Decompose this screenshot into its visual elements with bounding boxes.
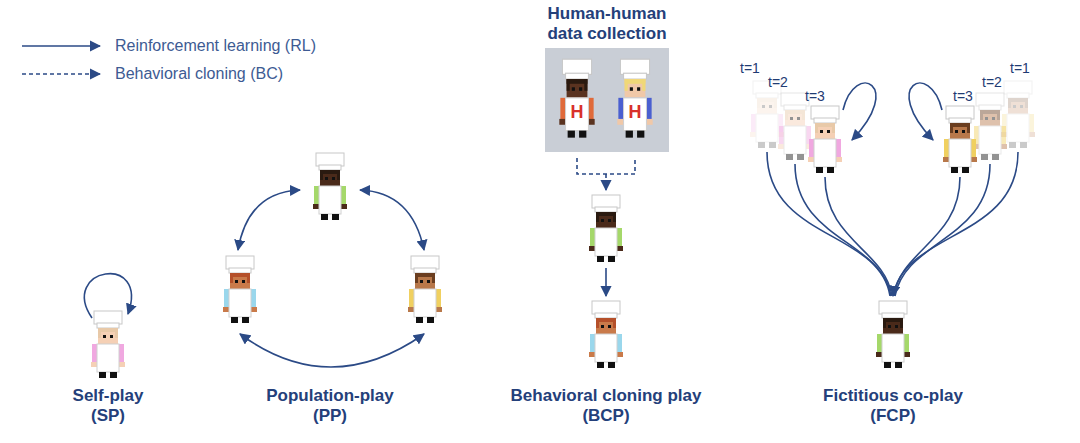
rl-arrow [240, 334, 424, 367]
bc-dashed-line [577, 158, 635, 174]
chef-figure [973, 93, 1007, 160]
section-label: Behavioral cloning play (BCP) [496, 386, 716, 426]
chef-figure [876, 301, 910, 368]
legend-label: Reinforcement learning (RL) [115, 36, 316, 56]
rl-arrow [605, 268, 607, 296]
rl-arrow [238, 190, 300, 250]
time-step-label: t=1 [740, 60, 760, 76]
legend-solid-arrow [22, 45, 100, 47]
time-step-label: t=2 [768, 74, 788, 90]
rl-loop-arrow [909, 83, 942, 140]
chef-figure [408, 256, 442, 323]
time-step-label: t=1 [1010, 60, 1030, 76]
time-step-label: t=3 [805, 88, 825, 104]
chef-figure [223, 256, 257, 323]
chef-figure [750, 81, 784, 148]
rl-arrow [360, 190, 424, 250]
chef-figure [808, 106, 842, 173]
chef-figure [589, 301, 623, 368]
chef-figure [1001, 81, 1035, 148]
human-marker: H [551, 102, 603, 122]
time-step-label: t=2 [982, 74, 1002, 90]
rl-loop-arrow [84, 274, 131, 318]
legend-dashed-arrow [22, 73, 100, 75]
section-label: Fictitious co-play (FCP) [803, 386, 983, 426]
human-chef-node: H [551, 58, 603, 140]
chef-figure [589, 195, 623, 262]
chef-figure [91, 311, 125, 378]
rl-merge-arrows [767, 152, 1018, 296]
panel-heading: Human-human data collection [537, 4, 677, 44]
chef-figure [943, 106, 977, 173]
human-chef-node: H [609, 58, 661, 140]
bc-dashed-arrow [605, 174, 607, 190]
chef-figure [609, 58, 661, 140]
legend-label: Behavioral cloning (BC) [115, 64, 283, 84]
data-collection-panel: Human-human data collectionHH [537, 4, 677, 152]
time-step-label: t=3 [953, 88, 973, 104]
chef-figure [551, 58, 603, 140]
chef-figure [313, 153, 347, 220]
section-label: Population-play (PP) [250, 386, 410, 426]
section-label: Self-play (SP) [61, 386, 156, 426]
rl-loop-arrow [843, 83, 876, 140]
human-marker: H [609, 102, 661, 122]
